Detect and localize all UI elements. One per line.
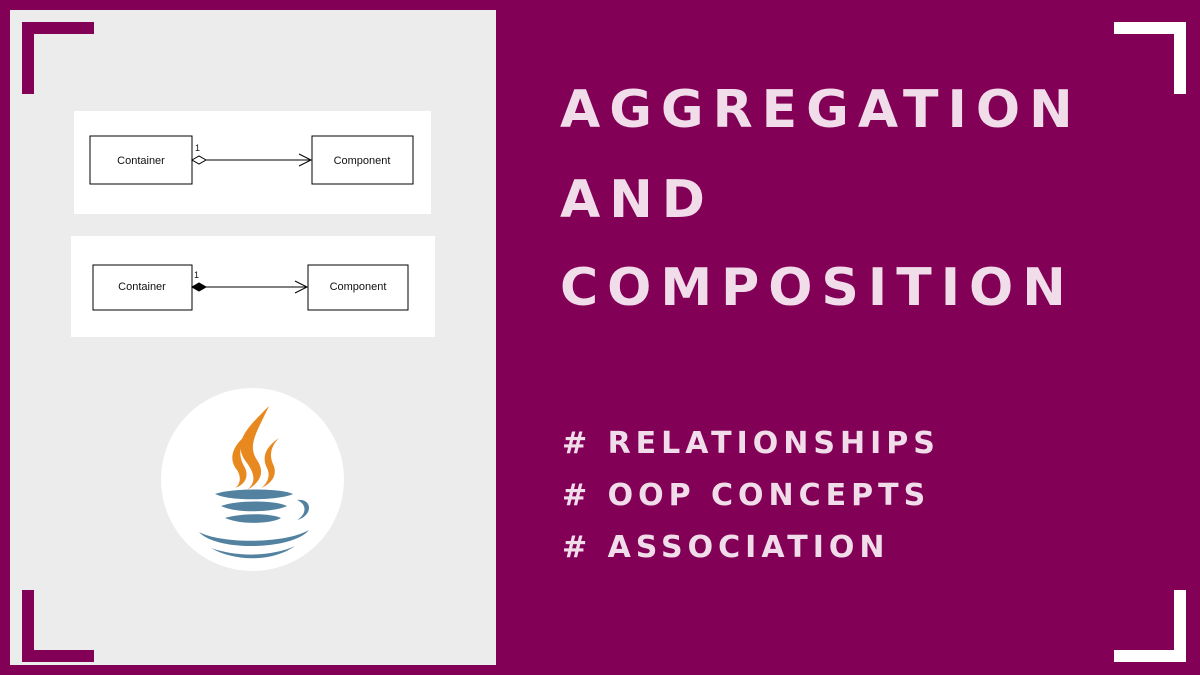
corner-frame-top-left — [22, 22, 94, 94]
hollow-diamond-icon — [190, 155, 208, 165]
corner-frame-top-right — [1114, 22, 1186, 94]
component-label: Component — [334, 155, 391, 167]
component-box — [311, 135, 414, 185]
tag-association: # ASSOCIATION — [562, 530, 890, 565]
corner-frame-bottom-right — [1114, 590, 1186, 662]
container-box — [92, 264, 193, 311]
component-label: Component — [330, 281, 387, 293]
aggregation-diagram: Container Component 1 — [74, 111, 431, 214]
java-logo — [161, 388, 344, 571]
java-coffee-cup-icon — [199, 406, 309, 559]
open-arrowhead-icon — [294, 280, 309, 294]
container-box — [89, 135, 193, 185]
tag-oop-concepts: # OOP CONCEPTS — [562, 478, 931, 513]
aggregation-svg: Container Component 1 — [89, 135, 414, 185]
tag-relationships: # RELATIONSHIPS — [562, 426, 940, 461]
composition-svg: Container Component 1 — [92, 264, 409, 311]
open-arrowhead-icon — [298, 153, 313, 167]
container-label: Container — [118, 281, 166, 293]
title-line-3: COMPOSITION — [560, 258, 1075, 318]
composition-diagram: Container Component 1 — [71, 236, 435, 337]
filled-diamond-icon — [190, 282, 208, 292]
multiplicity-label: 1 — [195, 143, 200, 153]
title-line-2: AND — [560, 170, 714, 230]
component-box — [307, 264, 409, 311]
multiplicity-label: 1 — [194, 270, 199, 280]
container-label: Container — [117, 155, 165, 167]
corner-frame-bottom-left — [22, 590, 94, 662]
title-line-1: AGGREGATION — [560, 80, 1082, 140]
